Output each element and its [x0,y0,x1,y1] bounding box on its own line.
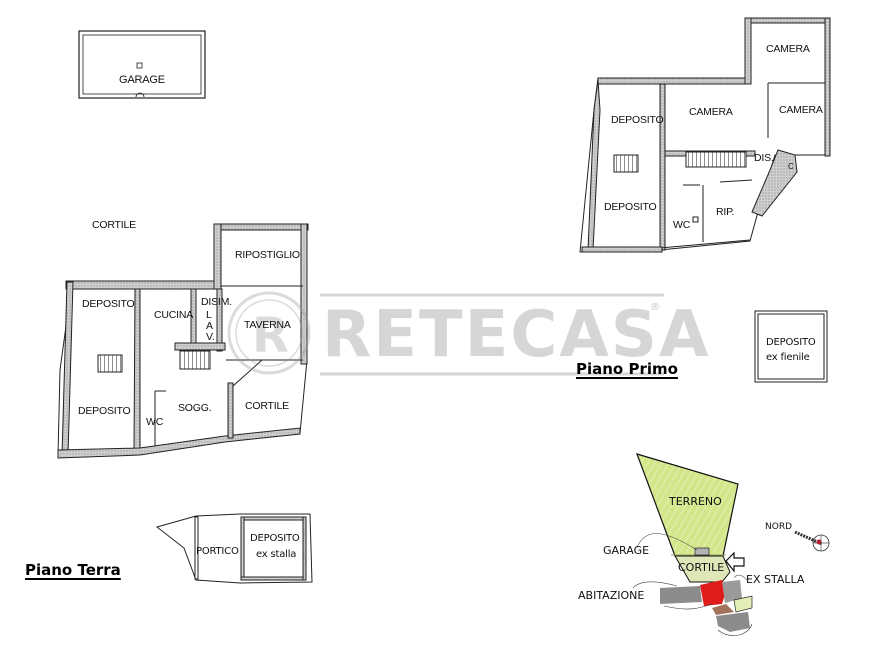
room-camera-mid: CAMERA [689,106,733,118]
room-dis: DIS. [754,152,774,164]
room-deposito-primo-2: DEPOSITO [604,201,657,213]
portico-stalla-plan [155,513,313,584]
room-ripostiglio: RIPOSTIGLIO [235,249,300,261]
room-camera-right: CAMERA [779,104,823,116]
room-camera-top: CAMERA [766,43,810,55]
room-lav-a: A [206,320,213,332]
room-deposito-fienile: DEPOSITO [766,337,816,348]
cortile-outside-label: CORTILE [92,219,136,231]
room-c: C [788,162,794,171]
piano-terra-title: Piano Terra [25,561,121,579]
room-disim: DISIM. [201,296,232,308]
room-deposito-fienile-sub: ex fienile [766,352,810,363]
room-deposito-stalla-sub: ex stalla [256,549,297,560]
piano-terra-plan [57,223,309,459]
room-rip: RIP. [716,206,735,218]
garage-label: GARAGE [119,74,165,86]
site-nord-label: NORD [765,522,792,532]
watermark-registered-mark: ® [650,302,660,313]
room-taverna: TAVERNA [244,319,291,331]
room-portico: PORTICO [196,546,239,557]
room-lav-l: L [206,309,212,321]
room-cortile: CORTILE [245,400,289,412]
site-map [632,453,753,636]
room-wc-primo: WC [673,219,691,231]
site-garage-label: GARAGE [603,544,650,557]
site-ex-stalla-label: EX STALLA [746,573,805,586]
piano-primo-plan [579,17,831,253]
site-abitazione-label: ABITAZIONE [578,589,645,602]
room-lav-v: V. [206,331,215,343]
room-deposito-primo-1: DEPOSITO [611,114,664,126]
room-deposito-1: DEPOSITO [82,298,135,310]
garage-plan [78,30,206,99]
room-wc: WC [146,416,164,428]
watermark-r-logo: R [227,291,311,375]
room-deposito-2: DEPOSITO [78,405,131,417]
svg-text:R: R [252,308,289,364]
piano-primo-title: Piano Primo [576,360,678,378]
north-compass [794,530,830,552]
site-cortile-label: CORTILE [678,561,725,574]
watermark-text: RETECASA [322,298,711,372]
room-cucina: CUCINA [154,309,194,321]
room-deposito-stalla: DEPOSITO [250,533,300,544]
fienile-plan [754,310,828,383]
room-sogg: SOGG. [178,402,212,414]
site-terreno-label: TERRENO [669,495,722,508]
